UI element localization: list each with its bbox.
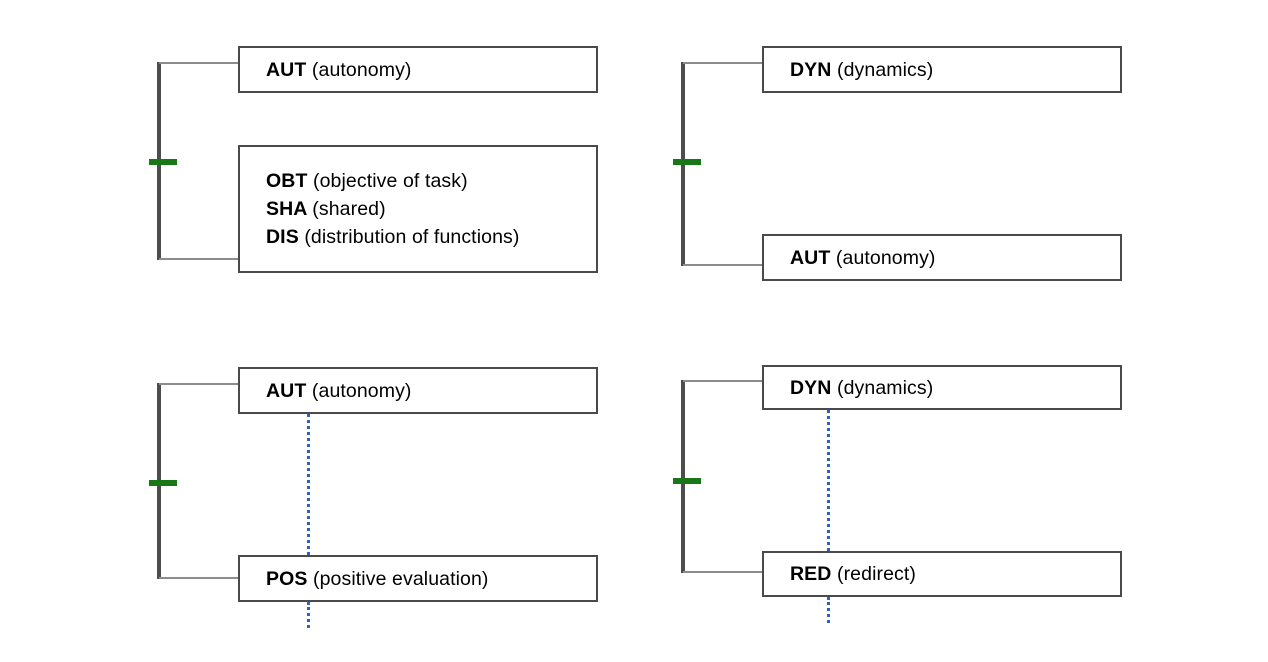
node-box-top-left-2[interactable]: OBT (objective of task) SHA (shared) DIS… <box>238 145 598 273</box>
node-box-top-left-1[interactable]: AUT (autonomy) <box>238 46 598 93</box>
node-box-bottom-left-1[interactable]: AUT (autonomy) <box>238 367 598 414</box>
bracket-arm-bottom-top-left <box>159 258 238 260</box>
dotted-link-bottom-left <box>307 414 310 555</box>
node-code: POS <box>266 567 313 590</box>
node-box-bottom-right-1[interactable]: DYN (dynamics) <box>762 365 1122 410</box>
bracket-tick-bottom-right <box>673 478 701 484</box>
node-desc: (autonomy) <box>311 379 412 402</box>
bracket-stem-bottom-right <box>681 380 685 573</box>
node-line: RED (redirect) <box>764 560 1120 588</box>
node-box-bottom-left-2[interactable]: POS (positive evaluation) <box>238 555 598 602</box>
node-box-top-right-1[interactable]: DYN (dynamics) <box>762 46 1122 93</box>
node-code: DIS <box>266 226 305 248</box>
node-code: DYN <box>790 376 837 399</box>
node-line: AUT (autonomy) <box>240 377 596 405</box>
node-desc: (autonomy) <box>311 58 412 81</box>
bracket-arm-top-top-left <box>159 62 238 64</box>
node-code: AUT <box>790 246 836 269</box>
node-desc: (shared) <box>312 198 386 220</box>
dotted-link-bottom-left-tail <box>307 602 310 628</box>
node-line: AUT (autonomy) <box>240 56 596 84</box>
node-code: OBT <box>266 170 313 192</box>
node-line: DYN (dynamics) <box>764 374 1120 402</box>
bracket-tick-top-left <box>149 159 177 165</box>
node-line: AUT (autonomy) <box>764 244 1120 272</box>
bracket-arm-top-bottom-left <box>159 383 238 385</box>
node-desc: (distribution of functions) <box>304 226 520 248</box>
node-line: DIS (distribution of functions) <box>240 223 596 251</box>
bracket-arm-top-bottom-right <box>683 380 762 382</box>
node-desc: (autonomy) <box>835 246 936 269</box>
node-code: SHA <box>266 198 313 220</box>
node-desc: (dynamics) <box>837 58 934 81</box>
node-code: AUT <box>266 379 312 402</box>
bracket-arm-top-top-right <box>683 62 762 64</box>
node-code: AUT <box>266 58 312 81</box>
node-code: DYN <box>790 58 837 81</box>
node-box-bottom-right-2[interactable]: RED (redirect) <box>762 551 1122 597</box>
bracket-arm-bottom-bottom-left <box>159 577 238 579</box>
node-code: RED <box>790 563 837 585</box>
node-desc: (dynamics) <box>837 376 934 399</box>
node-desc: (objective of task) <box>312 170 468 192</box>
bracket-tick-bottom-left <box>149 480 177 486</box>
node-box-top-right-2[interactable]: AUT (autonomy) <box>762 234 1122 281</box>
node-desc: (redirect) <box>837 563 917 585</box>
node-line: SHA (shared) <box>240 195 596 223</box>
dotted-link-bottom-right <box>827 410 830 551</box>
bracket-tick-top-right <box>673 159 701 165</box>
dotted-link-bottom-right-tail <box>827 597 830 623</box>
bracket-arm-bottom-top-right <box>683 264 762 266</box>
node-line: DYN (dynamics) <box>764 56 1120 84</box>
bracket-arm-bottom-bottom-right <box>683 571 762 573</box>
node-line: OBT (objective of task) <box>240 167 596 195</box>
node-desc: (positive evaluation) <box>313 567 489 590</box>
node-line: POS (positive evaluation) <box>240 565 596 593</box>
